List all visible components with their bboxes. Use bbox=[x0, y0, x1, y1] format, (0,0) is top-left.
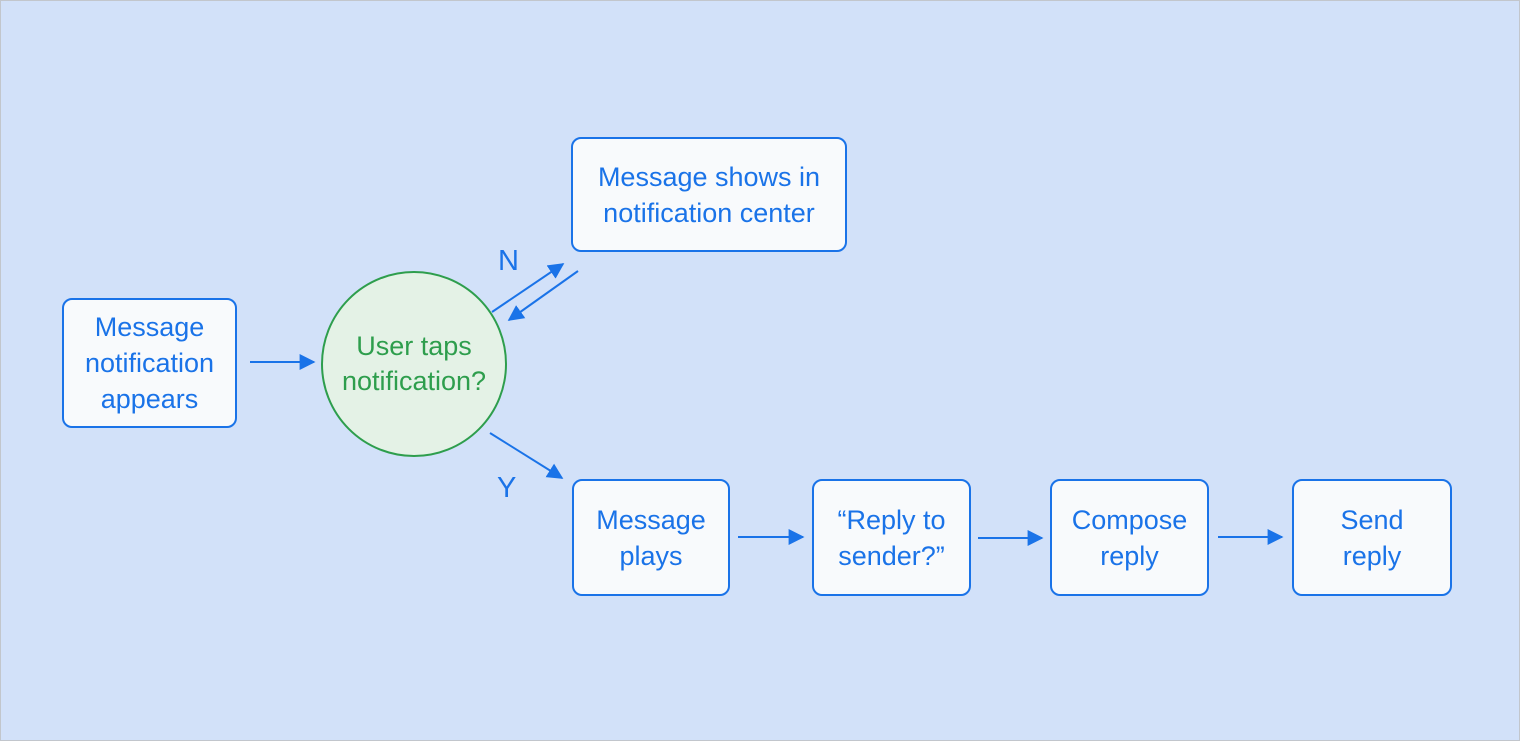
node-reply-to-sender-prompt: “Reply to sender?” bbox=[812, 479, 971, 596]
node-send-reply: Send reply bbox=[1292, 479, 1452, 596]
edge-label-no: N bbox=[498, 245, 519, 277]
node-message-notification-appears: Message notification appears bbox=[62, 298, 237, 428]
node-label: Message notification appears bbox=[84, 312, 215, 414]
node-label: Message shows in notification center bbox=[597, 161, 821, 228]
node-label: Compose reply bbox=[1071, 504, 1188, 571]
node-user-taps-notification-decision: User taps notification? bbox=[321, 271, 507, 457]
node-label: Send reply bbox=[1340, 504, 1404, 571]
edge-label-yes: Y bbox=[497, 472, 517, 504]
node-message-plays: Message plays bbox=[572, 479, 730, 596]
node-compose-reply: Compose reply bbox=[1050, 479, 1209, 596]
node-label: Message plays bbox=[596, 504, 706, 571]
node-message-shows-in-notification-center: Message shows in notification center bbox=[571, 137, 847, 252]
node-label: “Reply to sender?” bbox=[837, 504, 946, 571]
node-label: User taps notification? bbox=[341, 331, 487, 396]
edge-notification-center-to-decision bbox=[507, 270, 579, 321]
